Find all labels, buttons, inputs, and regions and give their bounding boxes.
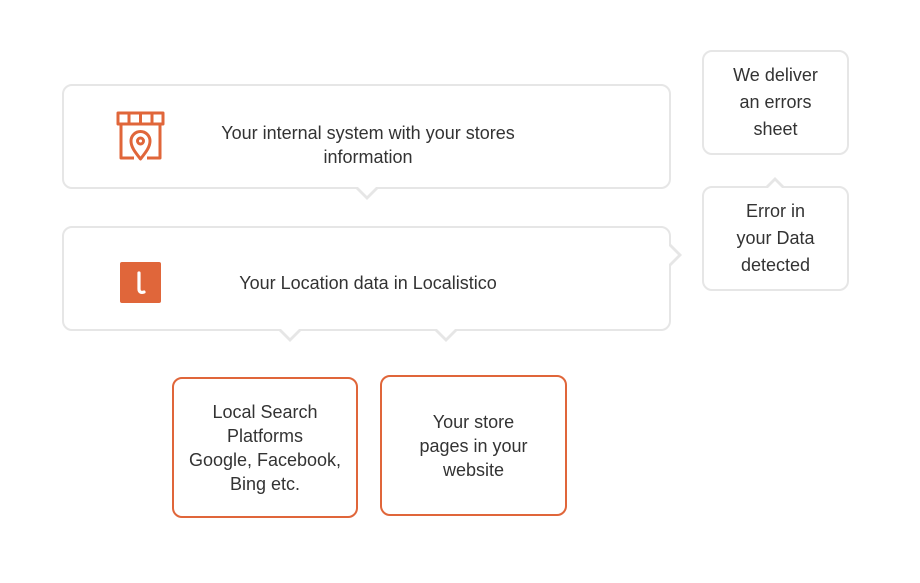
errors-sheet-text: We deliver an errors sheet — [733, 62, 818, 143]
localistico-pointer-side — [669, 244, 682, 266]
store-pages-text: Your store pages in your website — [419, 410, 527, 482]
error-detected-line-3: detected — [740, 255, 811, 275]
local-search-text: Local Search Platforms Google, Facebook,… — [189, 400, 341, 496]
local-search-line-4: Bing etc. — [229, 473, 301, 494]
store-pages-line-3: website — [442, 459, 504, 480]
internal-system-box: Your internal system with your stores in… — [62, 84, 671, 189]
internal-system-text: Your internal system with your stores in… — [221, 123, 515, 167]
local-search-box: Local Search Platforms Google, Facebook,… — [172, 377, 358, 518]
errors-sheet-line-3: sheet — [753, 119, 798, 139]
store-pages-line-2: pages in your — [419, 435, 528, 456]
localistico-pointer-left — [279, 329, 301, 342]
store-pages-line-1: Your store — [432, 411, 515, 432]
local-search-line-2: Platforms — [226, 425, 303, 446]
localistico-logo-icon — [120, 262, 161, 303]
errors-sheet-line-1: We deliver — [733, 65, 818, 85]
internal-system-pointer — [356, 187, 378, 200]
error-detected-pointer — [764, 177, 786, 190]
errors-sheet-box: We deliver an errors sheet — [702, 50, 849, 155]
errors-sheet-line-2: an errors — [739, 92, 812, 112]
error-detected-box: Error in your Data detected — [702, 186, 849, 291]
store-pages-box: Your store pages in your website — [380, 375, 567, 516]
error-detected-line-2: your Data — [736, 228, 815, 248]
localistico-pointer-right — [435, 329, 457, 342]
localistico-text: Your Location data in Localistico — [239, 273, 497, 293]
local-search-line-1: Local Search — [212, 401, 318, 422]
localistico-box: Your Location data in Localistico — [62, 226, 671, 331]
error-detected-line-1: Error in — [745, 201, 805, 221]
error-detected-text: Error in your Data detected — [736, 198, 814, 279]
store-location-icon — [116, 111, 165, 161]
local-search-line-3: Google, Facebook, — [188, 449, 342, 470]
